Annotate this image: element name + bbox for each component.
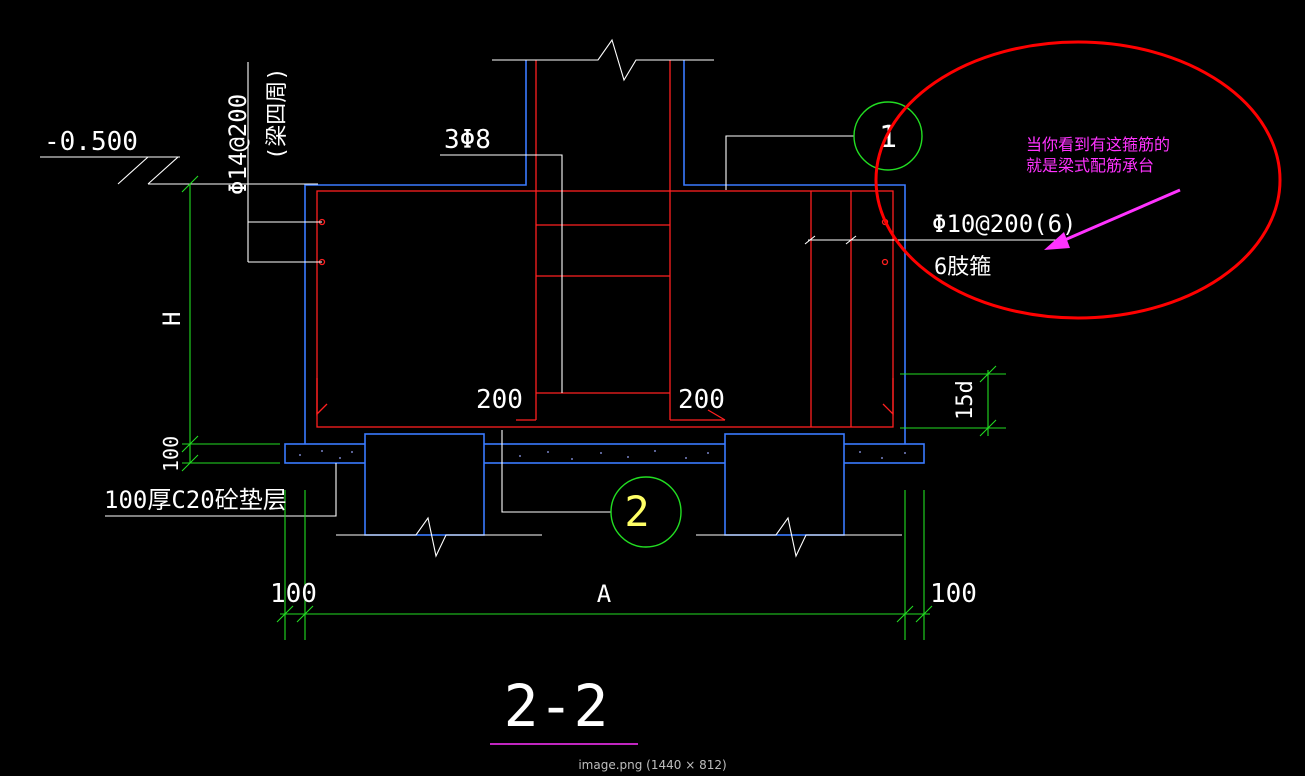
- hook-label: 15d: [953, 380, 978, 420]
- dimensions: [181, 175, 1006, 640]
- marker-2: 2: [610, 476, 682, 548]
- stirrup-label: Φ10@200(6): [932, 210, 1077, 238]
- width-label: A: [597, 580, 612, 608]
- annotation-arrow: [1044, 188, 1181, 250]
- marker-2-label: 2: [624, 487, 649, 536]
- concrete-outline: [284, 60, 925, 536]
- elevation-label: -0.500: [44, 127, 138, 157]
- height-label: H: [158, 312, 186, 326]
- image-caption: image.png (1440 × 812): [578, 758, 727, 772]
- rebar: [316, 60, 894, 428]
- column-bar-label: 3Φ8: [444, 125, 491, 155]
- section-title: 2-2: [504, 672, 609, 740]
- margin-left-label: 100: [270, 579, 317, 609]
- pad-note: 100厚C20砼垫层: [104, 486, 287, 514]
- side-bar-label: Φ14@200: [224, 94, 252, 195]
- leaders: [40, 38, 1060, 745]
- pad-thickness-label: 100: [159, 436, 183, 472]
- side-bar-note: (梁四周): [265, 68, 290, 161]
- callout-ellipse: [874, 40, 1282, 320]
- anchor-right-label: 200: [678, 385, 725, 415]
- margin-right-label: 100: [930, 579, 977, 609]
- pad-hatch: [299, 450, 906, 460]
- stirrup-note: 6肢箍: [934, 255, 991, 280]
- annotation-line-2: 就是梁式配筋承台: [1026, 156, 1154, 175]
- annotation-line-1: 当你看到有这箍筋的: [1026, 135, 1170, 154]
- anchor-left-label: 200: [476, 385, 523, 415]
